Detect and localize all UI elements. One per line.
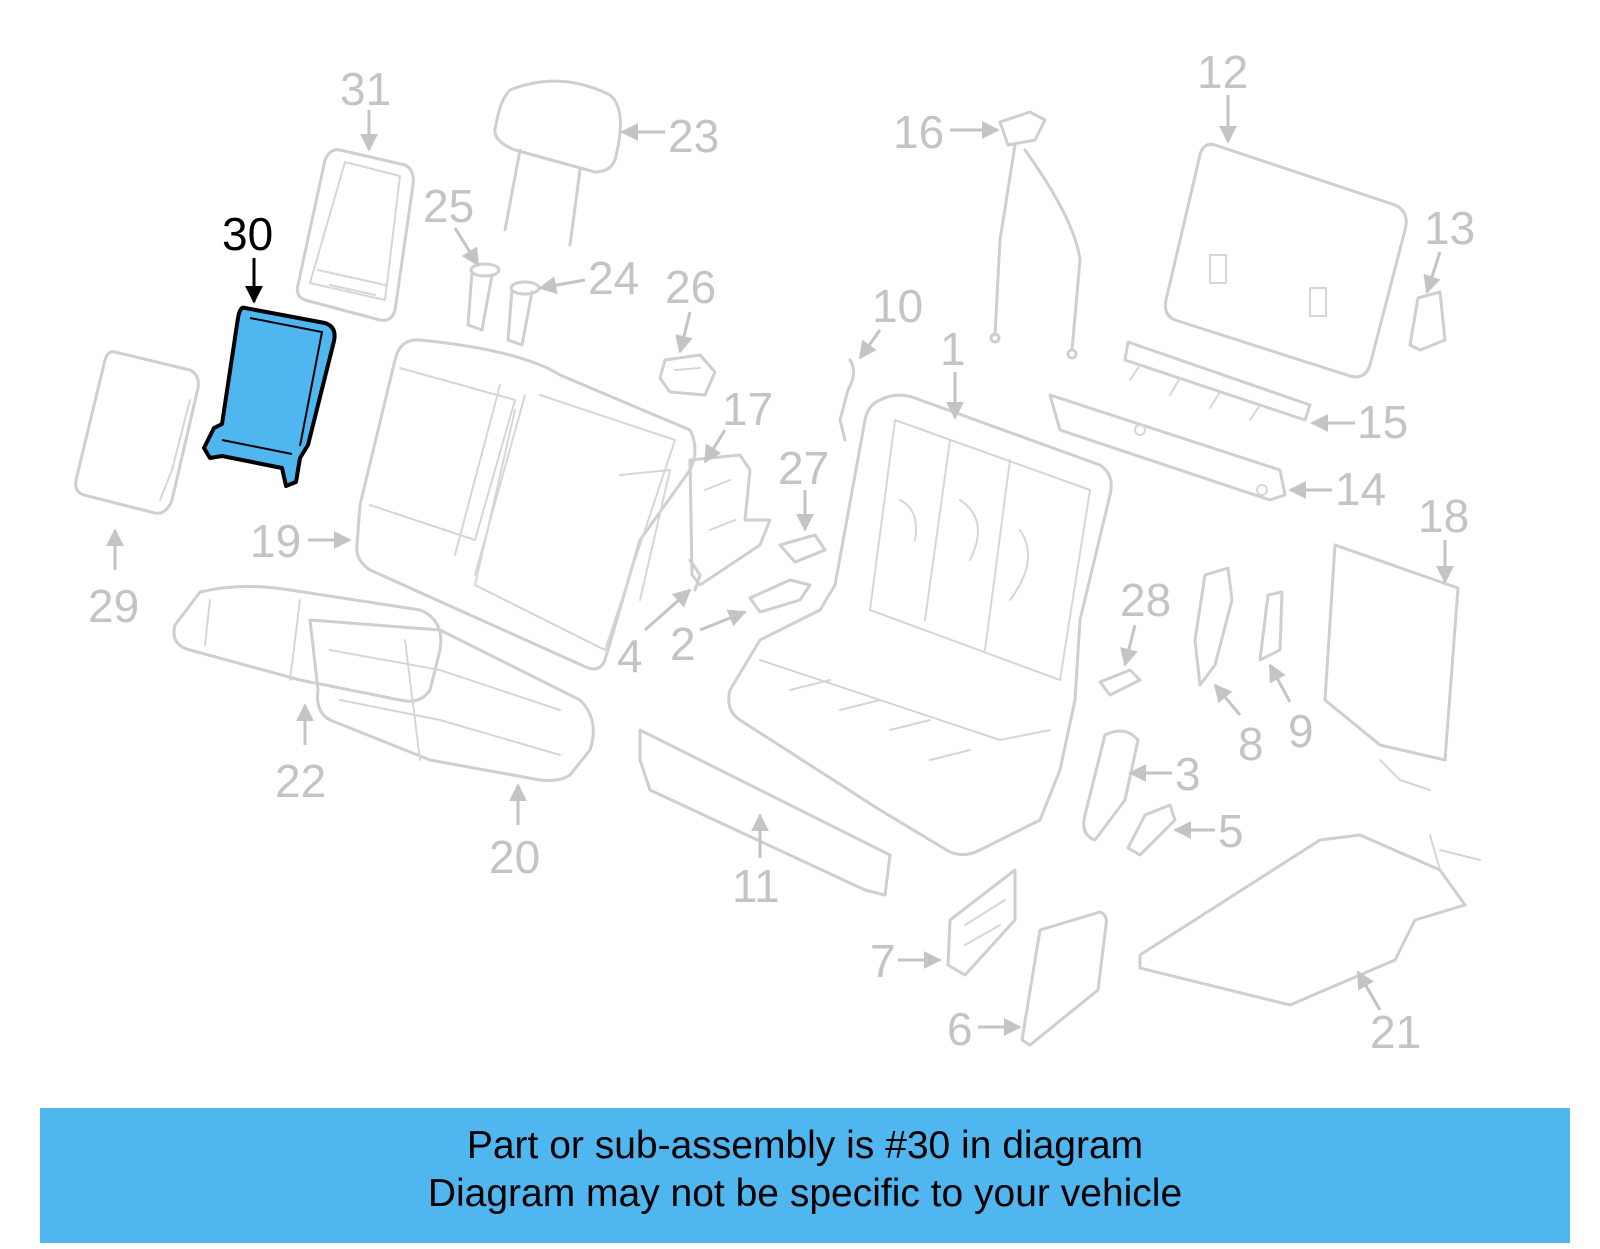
callout-28: 28 xyxy=(1120,574,1171,626)
info-banner: Part or sub-assembly is #30 in diagram D… xyxy=(40,1108,1570,1243)
callout-9: 9 xyxy=(1288,705,1314,757)
callout-15: 15 xyxy=(1357,396,1408,448)
part-7-bracket xyxy=(946,868,1017,977)
banner-line-disclaimer: Diagram may not be specific to your vehi… xyxy=(427,1172,1183,1215)
callout-5: 5 xyxy=(1218,805,1244,857)
callout-1: 1 xyxy=(940,323,966,375)
callout-17: 17 xyxy=(722,383,773,435)
callout-12: 12 xyxy=(1197,46,1248,98)
part-31-backrest-panel xyxy=(295,148,415,322)
part-13-clip xyxy=(1408,290,1447,352)
part-28-clip xyxy=(1098,668,1142,697)
part-24-headrest-guide xyxy=(506,280,541,347)
callout-23: 23 xyxy=(668,110,719,162)
part-14-rail xyxy=(1048,393,1287,502)
callout-7: 7 xyxy=(870,935,896,987)
callout-25: 25 xyxy=(423,180,474,232)
callout-14: 14 xyxy=(1335,463,1386,515)
part-21-floor-mat xyxy=(1138,833,1481,1007)
part-11-cross-bar xyxy=(638,728,892,897)
callout-3: 3 xyxy=(1175,748,1201,800)
part-16-seat-belt-buckle xyxy=(989,110,1082,360)
part-19-seatback-cushion xyxy=(355,338,697,671)
part-9-clip xyxy=(1258,590,1284,662)
callout-6: 6 xyxy=(947,1003,973,1055)
callout-18: 18 xyxy=(1418,490,1469,542)
part-17-side-bracket xyxy=(688,453,772,587)
callout-22: 22 xyxy=(275,755,326,807)
part-27-clip xyxy=(778,533,827,564)
callout-26: 26 xyxy=(665,261,716,313)
callout-numbers: 31 30 23 25 24 26 10 1 16 12 13 15 14 18… xyxy=(88,46,1475,1058)
part-5-cover xyxy=(1126,803,1177,857)
part-3-bracket xyxy=(1082,729,1140,842)
part-10-cable xyxy=(838,358,855,442)
part-8-bracket xyxy=(1193,566,1234,687)
callout-27: 27 xyxy=(778,442,829,494)
callout-2: 2 xyxy=(670,618,696,670)
callout-24: 24 xyxy=(588,252,639,304)
banner-line-part-number: Part or sub-assembly is #30 in diagram xyxy=(466,1124,1144,1167)
part-26-latch-cover xyxy=(658,353,717,397)
part-25-headrest-guide xyxy=(466,262,501,332)
part-30-backrest-panel-highlighted[interactable] xyxy=(202,305,337,488)
callout-11: 11 xyxy=(732,860,780,912)
callout-4: 4 xyxy=(617,630,643,682)
part-4-bracket xyxy=(688,558,702,592)
callout-19: 19 xyxy=(250,515,301,567)
part-29-side-trim-panel xyxy=(74,350,200,515)
part-1-seat-frame xyxy=(727,393,1113,857)
part-23-headrest xyxy=(493,79,622,247)
callout-10: 10 xyxy=(872,280,923,332)
part-12-rear-back-panel xyxy=(1163,143,1408,379)
callout-21: 21 xyxy=(1370,1006,1421,1058)
part-18-side-panel xyxy=(1323,543,1460,791)
part-15-rail xyxy=(1123,340,1312,422)
callout-8: 8 xyxy=(1238,718,1264,770)
callout-31: 31 xyxy=(340,63,391,115)
part-22-seat-cushion-pad xyxy=(172,584,443,703)
callout-16: 16 xyxy=(893,106,944,158)
leader-lines xyxy=(106,95,1454,1036)
callout-13: 13 xyxy=(1424,202,1475,254)
part-6-cover xyxy=(1020,910,1108,1047)
part-20-seat-cushion-cover xyxy=(308,618,595,782)
callout-20: 20 xyxy=(489,831,540,883)
callout-29: 29 xyxy=(88,580,139,632)
part-2-bracket xyxy=(748,578,812,614)
callout-30: 30 xyxy=(222,208,273,260)
